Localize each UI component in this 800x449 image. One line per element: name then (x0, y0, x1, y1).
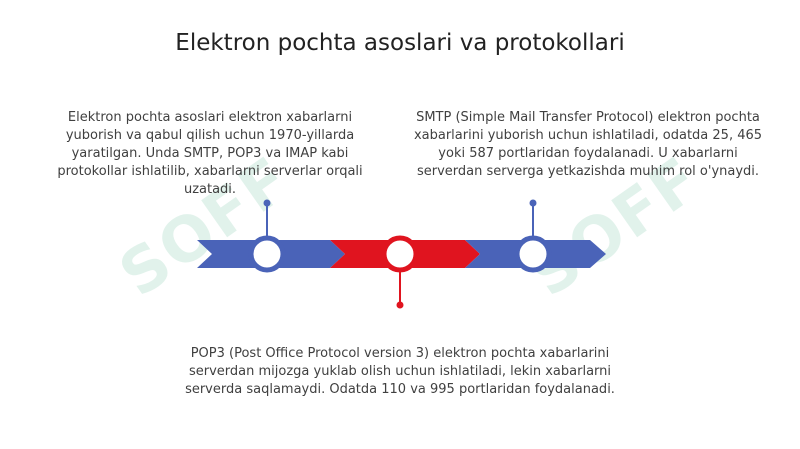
pin-dot-3 (529, 199, 537, 207)
node-circle-2 (381, 235, 419, 273)
timeline-text-3: POP3 (Post Office Protocol version 3) el… (185, 346, 615, 397)
node-circle-3 (514, 235, 552, 273)
timeline-text-2: SMTP (Simple Mail Transfer Protocol) ele… (413, 110, 763, 179)
pin-dot-1 (263, 199, 271, 207)
page-title: Elektron pochta asoslari va protokollari (175, 30, 625, 56)
node-circle-1 (248, 235, 286, 273)
pin-dot-2 (396, 301, 404, 309)
timeline-text-1: Elektron pochta asoslari elektron xabarl… (57, 110, 363, 197)
